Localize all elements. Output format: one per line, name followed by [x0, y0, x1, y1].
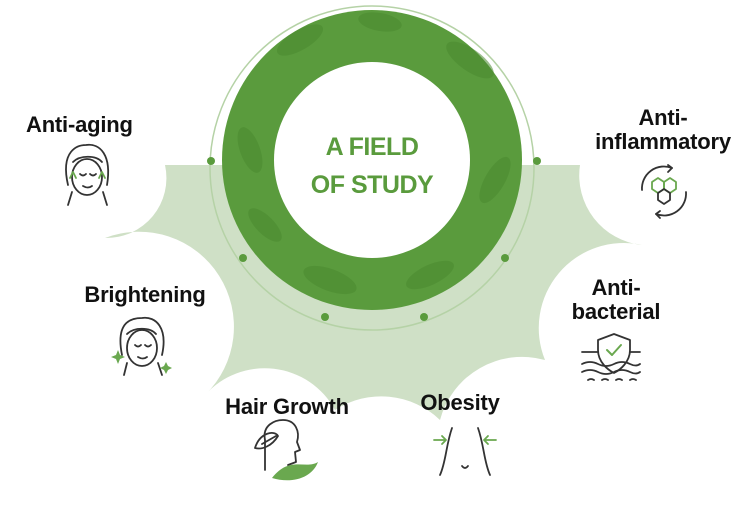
label-obesity: Obesity [400, 391, 520, 415]
label-obesity-text: Obesity [420, 390, 500, 415]
label-anti-bacterial-line1: Anti- [591, 275, 641, 300]
ring-dots [207, 157, 541, 321]
label-hair-growth-text: Hair Growth [225, 394, 349, 419]
label-hair-growth: Hair Growth [212, 395, 362, 419]
center-circle [274, 62, 470, 258]
label-anti-bacterial: Anti- bacterial [556, 276, 676, 324]
arrow-icons [433, 435, 497, 445]
center-title: A FIELD OF STUDY [282, 128, 462, 204]
label-anti-inflammatory-line2: inflammatory [595, 129, 731, 154]
leaf-texture [237, 12, 511, 295]
label-brightening: Brightening [70, 283, 220, 307]
shield-skin-icon [581, 333, 641, 381]
sparkle-face-icon [119, 317, 165, 376]
outer-ring [209, 5, 535, 331]
face-icon [65, 144, 110, 206]
label-anti-aging-text: Anti-aging [26, 112, 133, 137]
label-anti-inflammatory: Anti- inflammatory [583, 106, 743, 154]
sparkle-icons [111, 350, 172, 374]
center-title-line1: A FIELD [325, 133, 419, 161]
hair-swoosh-icon [272, 462, 318, 481]
hexagon-cycle-icon [641, 164, 687, 219]
head-leaf-icon [254, 419, 301, 471]
center-title-line2: OF STUDY [310, 171, 434, 199]
label-anti-inflammatory-line1: Anti- [638, 105, 688, 130]
check-icon [606, 344, 622, 356]
waist-icon [439, 427, 491, 476]
label-anti-bacterial-line2: bacterial [571, 299, 661, 324]
label-anti-aging: Anti-aging [18, 113, 166, 137]
label-brightening-text: Brightening [84, 282, 206, 307]
